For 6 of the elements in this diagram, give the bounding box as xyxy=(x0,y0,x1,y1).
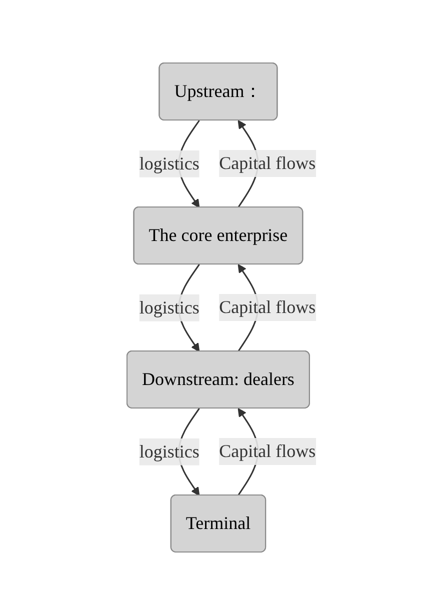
edge-label: logistics xyxy=(139,297,200,318)
edge-label: Capital flows xyxy=(218,297,316,317)
edge-label: Capital flows xyxy=(218,440,316,461)
edge-label: logistics xyxy=(139,441,200,462)
edge-label: logistics xyxy=(139,153,200,174)
edge-label: Capital flows xyxy=(218,153,316,174)
